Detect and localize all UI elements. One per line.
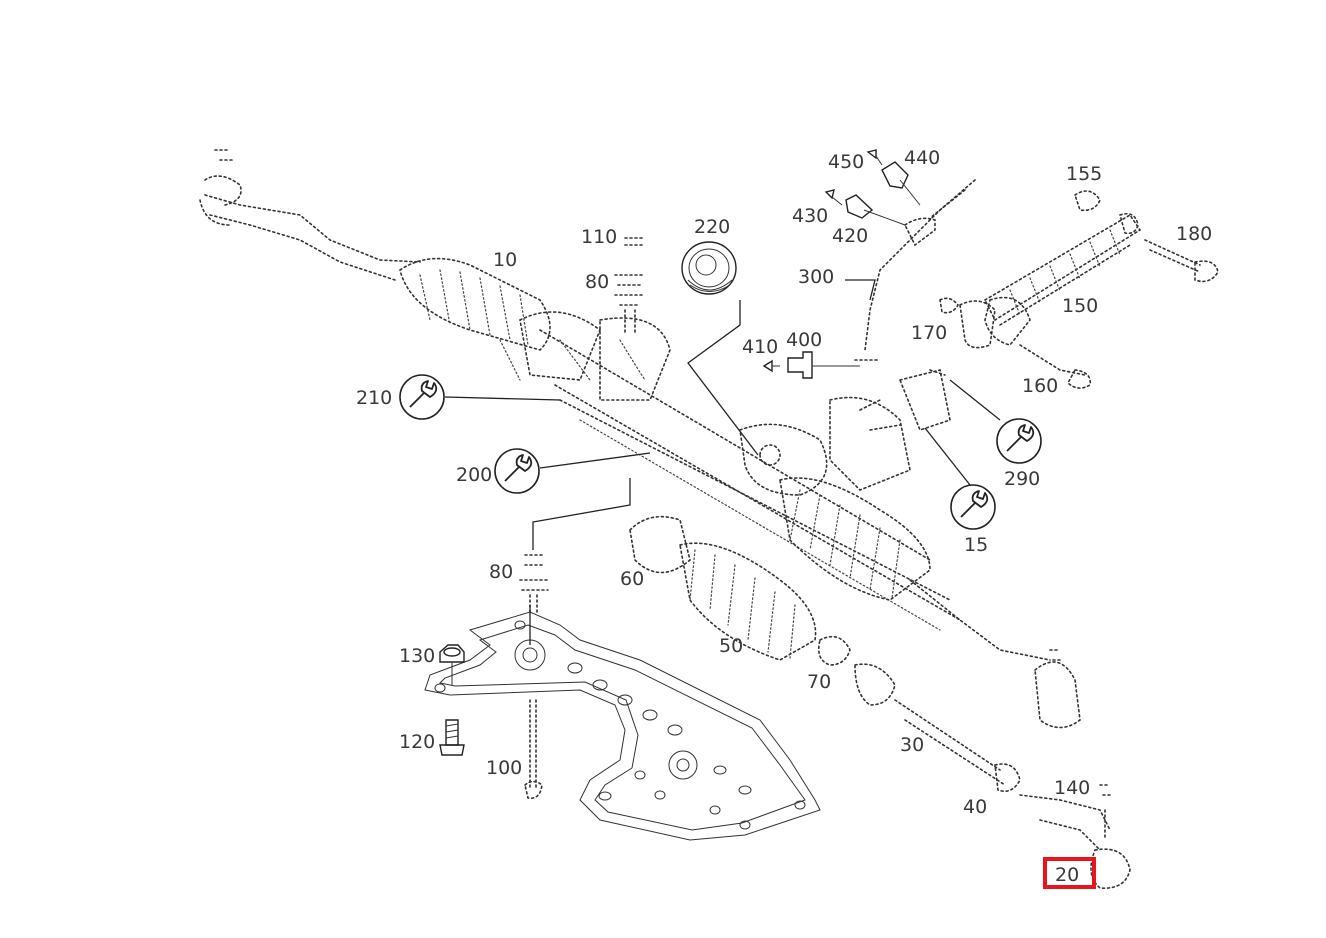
part-label-440[interactable]: 440 (904, 147, 940, 169)
nut-130[interactable] (439, 644, 465, 685)
part-label-80-lower[interactable]: 80 (489, 561, 513, 583)
part-label-110[interactable]: 110 (581, 226, 617, 248)
part-label-50[interactable]: 50 (719, 635, 743, 657)
pressure-line-300[interactable] (854, 179, 976, 361)
wrench-icon[interactable] (399, 374, 445, 420)
part-label-60[interactable]: 60 (620, 568, 644, 590)
bolt-100[interactable] (524, 699, 543, 800)
part-label-420[interactable]: 420 (832, 225, 868, 247)
wrench-icon[interactable] (950, 484, 996, 530)
part-label-290[interactable]: 290 (1004, 468, 1040, 490)
part-label-155[interactable]: 155 (1066, 163, 1102, 185)
part-label-410[interactable]: 410 (742, 336, 778, 358)
fitting-420[interactable] (845, 194, 906, 226)
part-label-200[interactable]: 200 (456, 464, 492, 486)
part-label-170[interactable]: 170 (911, 322, 947, 344)
part-label-150[interactable]: 150 (1062, 295, 1098, 317)
part-label-400[interactable]: 400 (786, 329, 822, 351)
part-label-300[interactable]: 300 (798, 266, 834, 288)
subframe-crossmember[interactable] (424, 611, 821, 841)
fitting-440[interactable] (881, 161, 921, 206)
bolt-120[interactable] (439, 719, 465, 756)
seal-410[interactable] (762, 359, 780, 373)
bolt-80-lower[interactable] (519, 554, 551, 616)
part-label-450[interactable]: 450 (828, 151, 864, 173)
part-label-100[interactable]: 100 (486, 757, 522, 779)
part-label-210[interactable]: 210 (356, 387, 392, 409)
rod-180[interactable] (1144, 239, 1219, 283)
pulley-220[interactable] (681, 241, 737, 295)
part-label-20[interactable]: 20 (1055, 864, 1079, 886)
clip-160[interactable] (1019, 344, 1092, 389)
part-label-120[interactable]: 120 (399, 731, 435, 753)
part-label-40[interactable]: 40 (963, 796, 987, 818)
leader-lines (444, 279, 1001, 645)
part-label-30[interactable]: 30 (900, 734, 924, 756)
part-labels: 10 110 80 220 450 440 430 420 300 410 40… (356, 147, 1212, 886)
part-label-180[interactable]: 180 (1176, 223, 1212, 245)
part-label-130[interactable]: 130 (399, 645, 435, 667)
part-label-430[interactable]: 430 (792, 205, 828, 227)
part-label-220[interactable]: 220 (694, 216, 730, 238)
bolt-110[interactable] (624, 237, 646, 246)
part-label-10[interactable]: 10 (493, 249, 517, 271)
part-label-15[interactable]: 15 (964, 534, 988, 556)
cylinder-150[interactable] (983, 212, 1142, 326)
wrench-icon[interactable] (494, 448, 540, 494)
cap-155[interactable] (1074, 190, 1101, 212)
part-label-140[interactable]: 140 (1054, 777, 1090, 799)
fitting-400[interactable] (787, 351, 860, 379)
bracket-170[interactable] (939, 296, 1031, 349)
part-label-70[interactable]: 70 (807, 671, 831, 693)
wrench-icon[interactable] (996, 418, 1042, 464)
steering-rack-housing[interactable] (199, 149, 1081, 729)
selected-part-highlight (1043, 857, 1096, 889)
part-label-80-upper[interactable]: 80 (585, 271, 609, 293)
seal-450[interactable] (866, 149, 883, 166)
seal-430[interactable] (824, 189, 843, 206)
lower-boot[interactable] (629, 515, 1131, 889)
bolt-80-upper[interactable] (614, 274, 646, 336)
part-label-160[interactable]: 160 (1022, 375, 1058, 397)
